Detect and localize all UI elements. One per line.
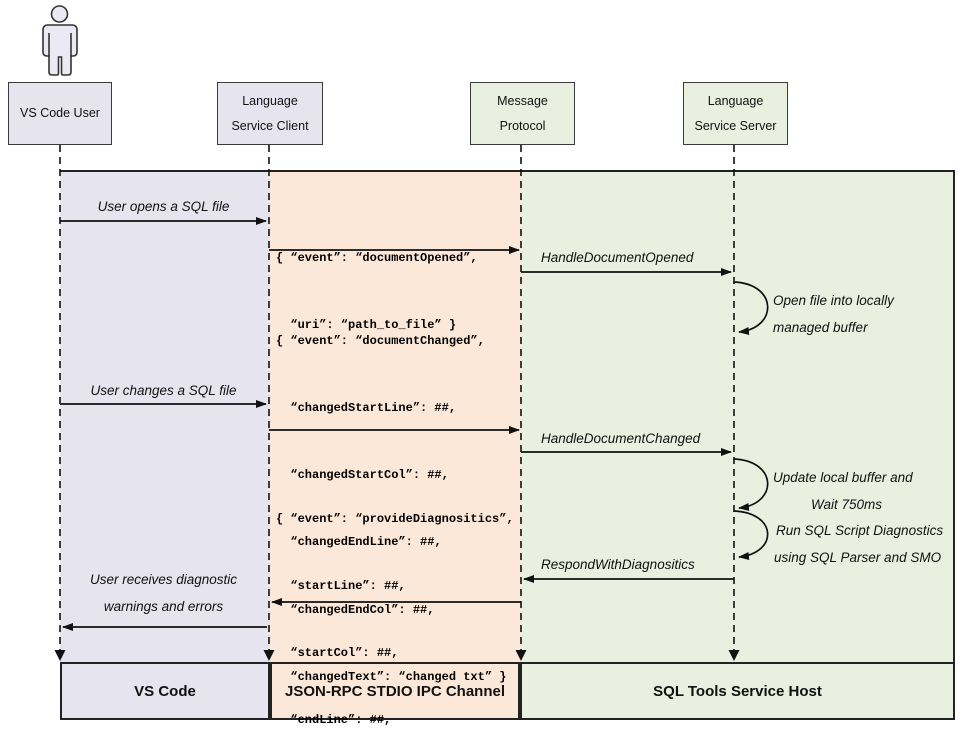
payload-line: { “event”: “documentOpened”, <box>276 250 478 265</box>
note-update-buffer-line1: Update local buffer and <box>773 470 913 485</box>
payload-document-opened: { “event”: “documentOpened”, “uri”: “pat… <box>276 202 478 381</box>
self-loop-run-diagnostics <box>733 510 769 560</box>
label-user-receives-line1: User receives diagnostic <box>89 572 238 587</box>
self-loop-update-buffer <box>733 458 769 511</box>
label-user-opens-file: User opens a SQL file <box>97 199 230 214</box>
payload-line: “changedText”: “changed txt” } <box>276 669 507 684</box>
actor-label: Language <box>707 93 764 108</box>
note-open-file-line2: managed buffer <box>773 320 868 335</box>
note-run-diagnostics-line1: Run SQL Script Diagnostics <box>776 523 944 538</box>
payload-line: “changedStartLine”: ##, <box>276 401 457 416</box>
self-loop-open-file-buffer <box>733 281 769 335</box>
payload-document-changed: { “event”: “documentChanged”, “changedSt… <box>276 285 506 732</box>
actor-label: Message <box>497 93 548 108</box>
system-box-label: VS Code <box>134 682 196 700</box>
actor-label: Protocol <box>499 118 546 133</box>
actor-label: Service Server <box>694 118 777 133</box>
lane-ipc-channel <box>269 172 521 662</box>
payload-line: “endLine”: ##, <box>276 713 392 728</box>
system-box-label: JSON-RPC STDIO IPC Channel <box>284 682 506 700</box>
actor-box-language-service-client: Language Service Client <box>217 82 323 145</box>
label-user-changes-file: User changes a SQL file <box>90 383 237 398</box>
actor-box-language-service-server: Language Service Server <box>683 82 788 145</box>
note-open-file-line1: Open file into locally <box>773 293 894 308</box>
payload-line: “startCol”: ##, <box>276 646 399 661</box>
payload-line: “uri”: “path_to_file” } <box>276 318 457 333</box>
lane-vscode <box>60 172 269 662</box>
actor-label: Service Client <box>231 118 309 133</box>
system-box-service-host: SQL Tools Service Host <box>520 662 955 720</box>
actor-box-message-protocol: Message Protocol <box>470 82 575 145</box>
payload-line: “changedStartCol”: ##, <box>276 468 449 483</box>
label-handle-document-opened: HandleDocumentOpened <box>541 250 694 265</box>
label-handle-document-changed: HandleDocumentChanged <box>541 431 701 446</box>
payload-line: { “event”: “documentChanged”, <box>276 333 485 348</box>
actor-label: Language <box>242 93 298 108</box>
lane-service-host <box>521 172 955 662</box>
actor-label: VS Code User <box>20 106 100 120</box>
payload-line: { “event”: “provideDiagnositics”, <box>276 511 514 526</box>
system-box-label: SQL Tools Service Host <box>653 682 822 700</box>
actor-box-vscode-user: VS Code User <box>8 82 112 145</box>
note-update-buffer-line2: Wait 750ms <box>811 497 883 512</box>
lifeline-end-arrowheads <box>54 650 740 661</box>
system-box-vscode: VS Code <box>60 662 270 720</box>
payload-line: “startLine”: ##, <box>276 579 406 594</box>
label-respond-with-diagnostics: RespondWithDiagnositics <box>541 557 695 572</box>
system-box-ipc-channel: JSON-RPC STDIO IPC Channel <box>270 662 520 720</box>
payload-line: “changedEndLine”: ##, <box>276 535 442 550</box>
person-icon <box>42 5 78 76</box>
note-run-diagnostics-line2: using SQL Parser and SMO <box>774 550 942 565</box>
label-user-receives-line2: warnings and errors <box>103 599 224 614</box>
payload-line: “changedEndCol”: ##, <box>276 602 435 617</box>
payload-provide-diagnostics: { “event”: “provideDiagnositics”, “start… <box>276 463 514 732</box>
